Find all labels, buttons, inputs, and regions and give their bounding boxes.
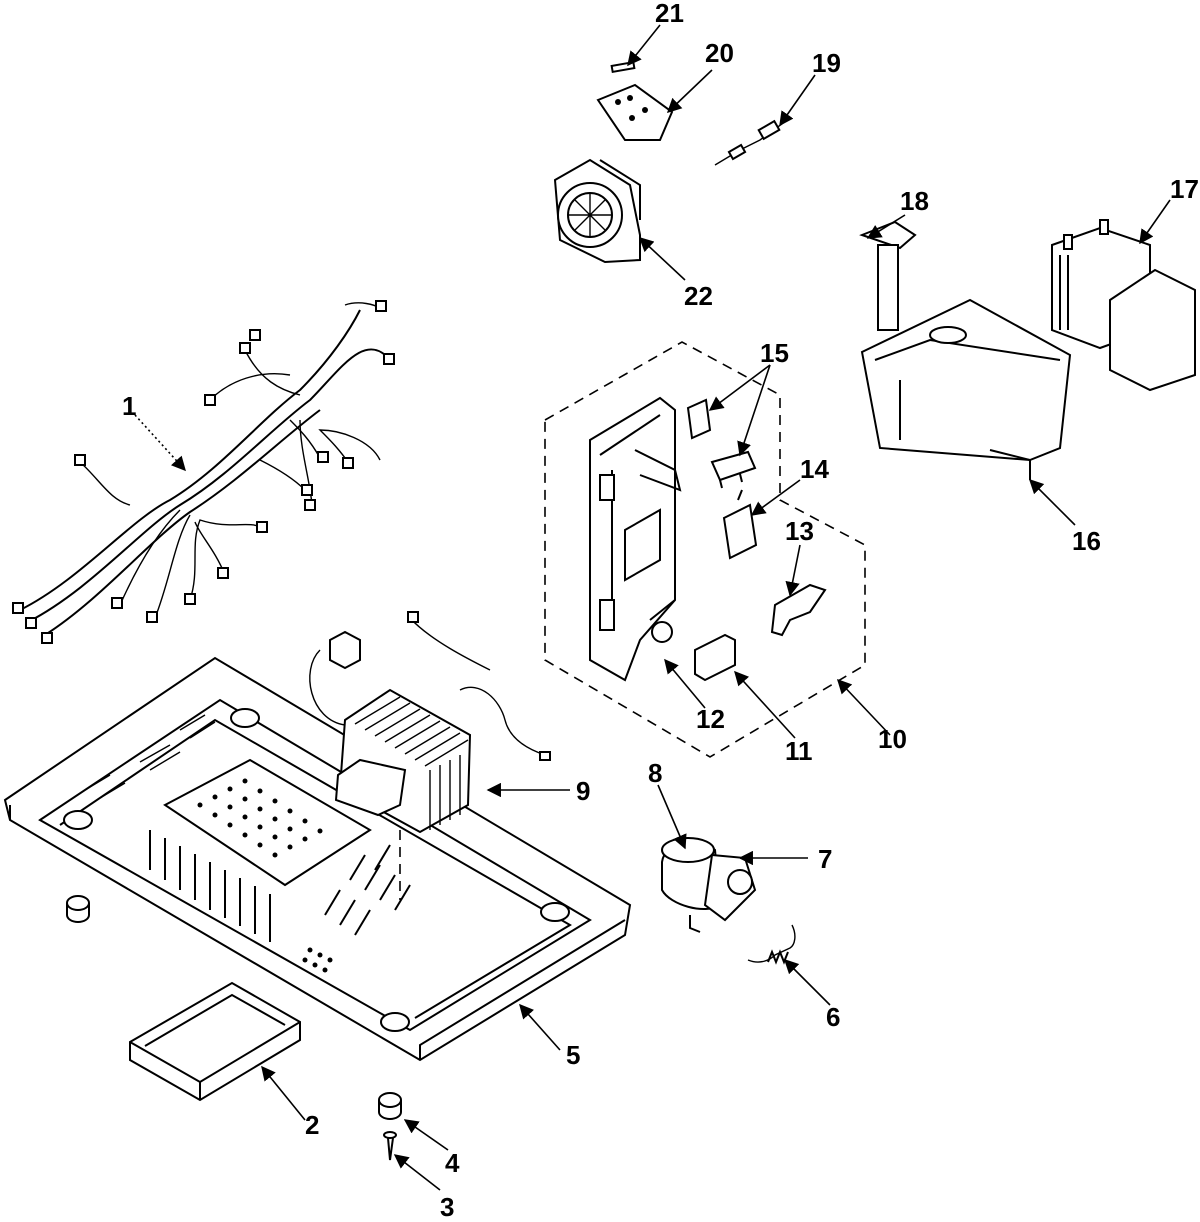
callouts: 1 2 3 4 5 6 7 8 9 10 11 12 13 14 15 16 1… [122,0,1199,1222]
switch-bracket [589,396,682,682]
callout-15: 15 [760,338,789,368]
callout-11: 11 [785,736,813,766]
fuse-21 [610,60,636,74]
callout-22: 22 [684,281,713,311]
thermostat [859,220,917,331]
callout-21: 21 [655,0,684,28]
callout-2: 2 [305,1110,319,1140]
callout-3: 3 [440,1192,454,1222]
drip-tray [129,981,301,1102]
screw [383,1131,397,1161]
switch-15b [710,450,757,489]
magnetron [1051,219,1196,392]
waveguide [860,298,1072,480]
spring [747,924,796,965]
callout-14: 14 [800,454,829,484]
callout-7: 7 [818,844,832,874]
switch-assembly-outline [544,341,866,758]
callout-8: 8 [648,758,662,788]
wire-harness [12,300,395,644]
callout-20: 20 [705,38,734,68]
callout-12: 12 [696,704,725,734]
control-board [596,83,674,141]
rubber-foot [66,895,402,1120]
callout-19: 19 [812,48,841,78]
callout-18: 18 [900,186,929,216]
callout-6: 6 [826,1002,840,1032]
callout-1: 1 [122,391,136,421]
switch-14 [722,489,758,560]
transformer [309,611,551,834]
base-plate [3,656,632,1062]
switch-11 [694,633,736,682]
leader-lines [134,24,1171,1191]
callout-16: 16 [1072,526,1101,556]
fan-assembly [553,158,641,264]
callout-10: 10 [878,724,907,754]
callout-9: 9 [576,776,590,806]
actuator-13 [770,583,827,637]
capacitor [661,837,757,933]
callout-4: 4 [445,1148,460,1178]
callout-13: 13 [785,516,814,546]
callout-17: 17 [1170,174,1199,204]
switch-15a [686,398,712,440]
thermal-fuse [714,117,791,166]
callout-5: 5 [566,1040,580,1070]
